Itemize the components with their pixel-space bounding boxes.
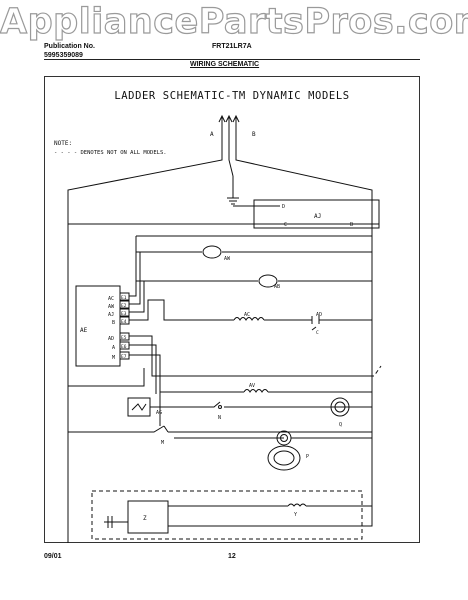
label-ag: AG: [156, 410, 162, 416]
port-m: M: [112, 355, 115, 361]
publication-label: Publication No.: [44, 43, 95, 50]
z-block: [127, 500, 169, 534]
label-b-top: B: [252, 131, 256, 138]
aj-box: [253, 199, 380, 229]
aw-component: [136, 245, 372, 259]
optional-wire: [174, 365, 382, 377]
schematic-frame: [44, 76, 420, 543]
port-ac: AC: [108, 296, 114, 302]
port-a: A: [112, 345, 115, 351]
m-component: [68, 425, 372, 433]
term-e4: E4: [121, 319, 127, 325]
ad-component: [306, 316, 372, 331]
port-aj: AJ: [108, 312, 114, 318]
q-component: [324, 397, 372, 417]
label-m: M: [161, 440, 164, 446]
label-q: Q: [339, 422, 342, 428]
term-e1: E1: [121, 295, 127, 301]
port-aw: AW: [108, 304, 115, 310]
zy-dashed-box: [91, 490, 363, 540]
label-z: Z: [143, 515, 147, 522]
footer-page-number: 12: [228, 553, 236, 560]
section-title: WIRING SCHEMATIC: [190, 61, 260, 68]
note-text: - - - - DENOTES NOT ON ALL MODELS.: [54, 150, 167, 156]
label-aw: AW: [224, 256, 231, 262]
note-label: NOTE:: [54, 140, 72, 147]
ag-switch: [127, 397, 168, 417]
term-e5: E5: [121, 335, 127, 341]
av-component: [160, 389, 372, 393]
z-wiring: [104, 503, 373, 528]
footer-date: 09/01: [44, 553, 62, 560]
model-number: FRT21LR7A: [212, 43, 252, 50]
label-ae: AE: [80, 327, 88, 334]
term-e6: E6: [121, 344, 127, 350]
label-ad: AD: [316, 312, 322, 318]
port-b: B: [112, 320, 115, 326]
header-rule: [44, 59, 420, 60]
power-cord: [67, 114, 373, 543]
label-n: N: [218, 415, 221, 421]
label-av: AV: [249, 383, 255, 389]
term-e7: E7: [121, 354, 127, 360]
wiring-diagram: LADDER SCHEMATIC-TM DYNAMIC MODELS NOTE:…: [54, 90, 382, 543]
publication-number: 5995359089: [44, 52, 83, 59]
label-a-top: A: [210, 131, 214, 138]
ab-component: [136, 274, 372, 288]
label-aj-b: B: [350, 222, 353, 228]
n-component: [168, 401, 324, 409]
p-component: [174, 430, 372, 471]
diagram-title: LADDER SCHEMATIC-TM DYNAMIC MODELS: [114, 90, 349, 102]
label-aj: AJ: [314, 213, 321, 220]
term-e2: E2: [121, 303, 127, 309]
label-p: P: [306, 454, 309, 460]
label-ac: AC: [244, 312, 250, 318]
label-ab: AB: [274, 284, 280, 290]
ac-component: [180, 317, 306, 321]
ae-wiring: [68, 236, 372, 426]
label-aj-d: D: [282, 204, 285, 210]
label-y: Y: [294, 512, 297, 518]
ground-symbol: [227, 176, 239, 205]
port-ad: AD: [108, 336, 114, 342]
ae-block: [75, 285, 121, 367]
watermark-logo: AppliancePartsPros.com: [0, 1, 468, 42]
term-e3: E3: [121, 311, 127, 317]
label-ad-c: C: [316, 330, 319, 336]
label-aj-c: C: [284, 222, 287, 228]
